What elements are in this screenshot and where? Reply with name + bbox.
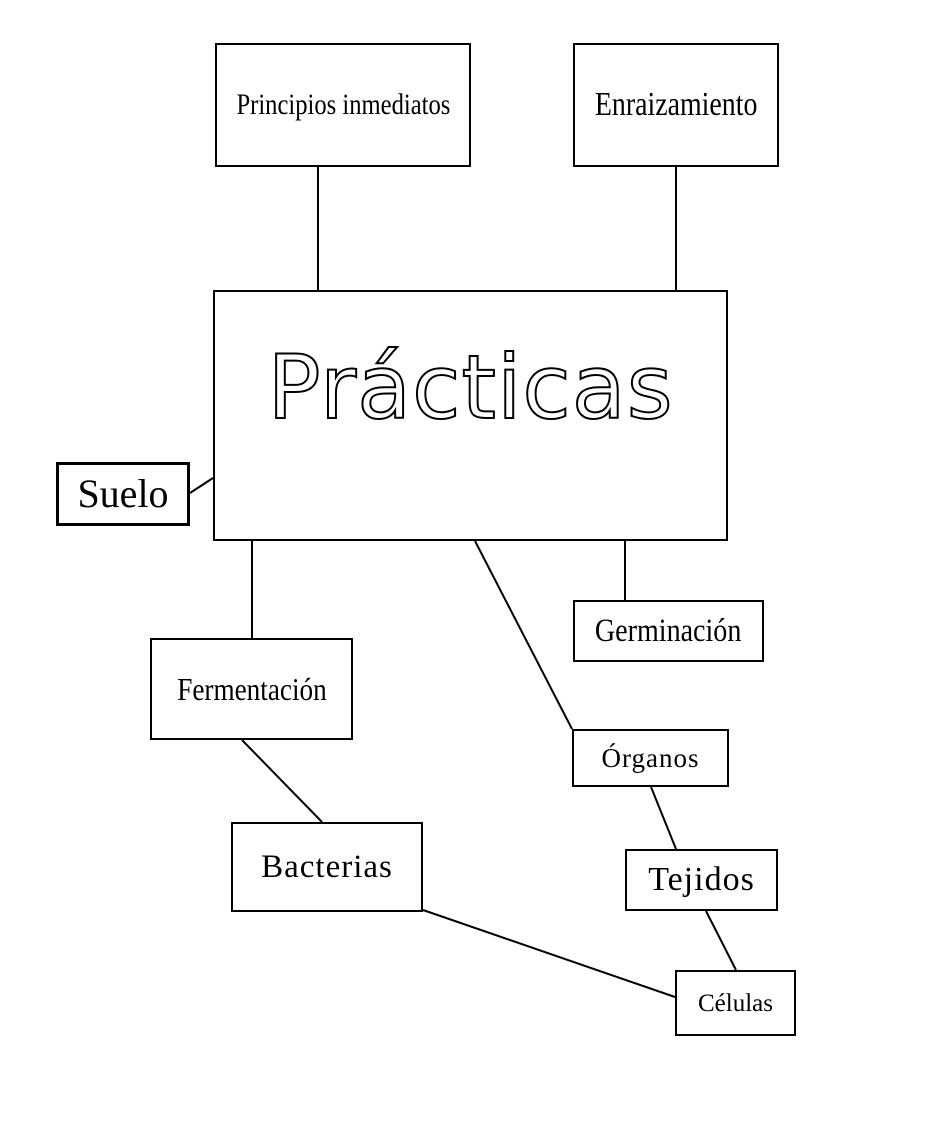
node-label: Bacterias <box>261 848 393 885</box>
edge-practicas-organos <box>474 540 573 730</box>
node-principios-inmediatos: Principios inmediatos <box>215 43 471 167</box>
node-label: Principios inmediatos <box>236 88 450 121</box>
edge-bacterias-celulas <box>422 909 676 998</box>
node-enraizamiento: Enraizamiento <box>573 43 779 167</box>
node-tejidos: Tejidos <box>625 849 778 911</box>
node-label: Células <box>698 989 773 1017</box>
edge-organos-tejidos <box>650 786 677 850</box>
central-title: Prácticas <box>266 336 674 439</box>
node-label: Suelo <box>77 471 169 516</box>
node-fermentacion: Fermentación <box>150 638 353 740</box>
edge-tejidos-celulas <box>705 910 737 971</box>
node-label: Enraizamiento <box>594 86 758 123</box>
node-suelo: Suelo <box>56 462 190 526</box>
node-label: Órganos <box>601 742 700 773</box>
edge-fermentacion-bacterias <box>241 739 323 823</box>
node-label: Tejidos <box>648 861 755 898</box>
edge-practicas-suelo <box>189 477 214 494</box>
node-practicas-central: Prácticas <box>213 290 728 541</box>
node-organos: Órganos <box>572 729 729 787</box>
node-label: Fermentación <box>176 671 327 707</box>
node-bacterias: Bacterias <box>231 822 423 912</box>
node-celulas: Células <box>675 970 796 1036</box>
node-label: Germinación <box>595 612 742 649</box>
node-germinacion: Germinación <box>573 600 764 662</box>
